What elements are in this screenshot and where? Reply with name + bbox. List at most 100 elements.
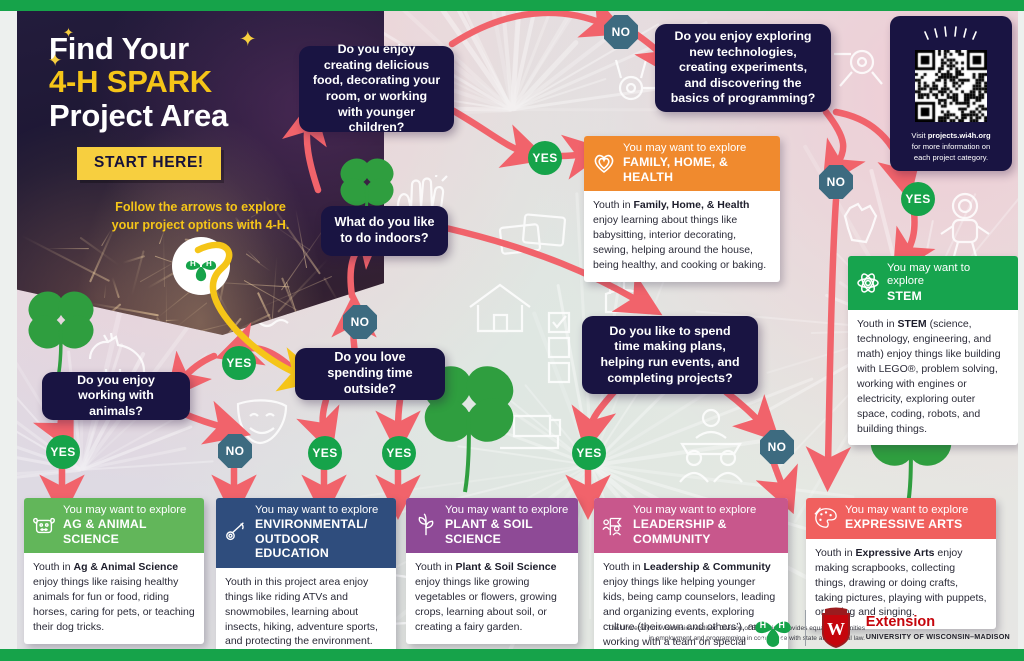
card-body: Youth in Ag & Animal Science enjoy thing… bbox=[24, 553, 204, 644]
heart-icon bbox=[592, 151, 616, 175]
logo-divider bbox=[805, 610, 806, 646]
card-header: You may want to explore PLANT & SOIL SCI… bbox=[406, 498, 578, 553]
sparkle-lines-icon bbox=[924, 26, 978, 40]
svg-text:H: H bbox=[206, 259, 212, 268]
badge-label: YES bbox=[576, 446, 601, 460]
star-icon-right: ✦ bbox=[239, 27, 257, 52]
hero-instructions-line2: your project options with 4-H. bbox=[112, 218, 290, 232]
card-eyebrow: You may want to explore bbox=[623, 142, 772, 155]
badge-yes-stem: YES bbox=[901, 182, 935, 216]
question-outside[interactable]: Do you love spending time outside? bbox=[295, 348, 445, 400]
badge-label: YES bbox=[312, 446, 337, 460]
badge-no-environment: NO bbox=[218, 434, 252, 468]
qr-code[interactable] bbox=[915, 50, 987, 122]
card-title: PLANT & SOIL SCIENCE bbox=[445, 517, 570, 546]
question-plans-events[interactable]: Do you like to spend time making plans, … bbox=[582, 316, 758, 394]
qr-caption-line3: each project category. bbox=[914, 153, 988, 162]
svg-text:H: H bbox=[190, 259, 196, 268]
extension-name: Extension bbox=[866, 615, 1010, 630]
card-ag-animal-science[interactable]: You may want to explore AG & ANIMAL SCIE… bbox=[24, 498, 204, 644]
question-text: Do you enjoy working with animals? bbox=[55, 373, 177, 420]
card-body-lead: Youth in bbox=[33, 561, 73, 573]
card-body-bold: Expressive Arts bbox=[855, 547, 934, 559]
card-header: You may want to explore ENVIRONMENTAL/ O… bbox=[216, 498, 396, 568]
svg-text:H: H bbox=[778, 620, 784, 630]
card-eyebrow: You may want to explore bbox=[445, 504, 570, 517]
card-body-bold: Plant & Soil Science bbox=[455, 561, 556, 573]
badge-label: NO bbox=[612, 25, 631, 39]
card-eyebrow: You may want to explore bbox=[887, 262, 1010, 289]
card-body-bold: Family, Home, & Health bbox=[633, 199, 749, 211]
four-h-logo: HHHH bbox=[751, 606, 795, 650]
card-stem[interactable]: You may want to explore STEM Youth in ST… bbox=[848, 256, 1018, 445]
badge-label: YES bbox=[50, 445, 75, 459]
card-eyebrow: You may want to explore bbox=[63, 504, 196, 517]
badge-label: YES bbox=[532, 151, 557, 165]
question-technology[interactable]: Do you enjoy exploring new technologies,… bbox=[655, 24, 831, 112]
svg-text:H: H bbox=[190, 272, 196, 281]
card-body: Youth in this project area enjoy things … bbox=[216, 568, 396, 659]
svg-text:H: H bbox=[206, 272, 212, 281]
clover-icon: HHHH bbox=[181, 246, 221, 286]
question-text: Do you enjoy exploring new technologies,… bbox=[668, 29, 818, 107]
question-food-decor-children[interactable]: Do you enjoy creating delicious food, de… bbox=[299, 46, 454, 132]
uw-crest-icon: W bbox=[816, 607, 856, 649]
start-here-button[interactable]: START HERE! bbox=[77, 147, 221, 180]
card-header: You may want to explore LEADERSHIP & COM… bbox=[594, 498, 788, 553]
qr-caption: Visit projects.wi4h.org for more informa… bbox=[890, 130, 1012, 163]
hero-instructions-line1: Follow the arrows to explore bbox=[115, 200, 286, 214]
card-title: FAMILY, HOME, & HEALTH bbox=[623, 155, 772, 184]
card-family-home-health[interactable]: You may want to explore FAMILY, HOME, & … bbox=[584, 136, 780, 282]
badge-label: NO bbox=[351, 315, 370, 329]
badge-label: NO bbox=[768, 440, 787, 454]
svg-text:H: H bbox=[778, 634, 784, 644]
question-indoors[interactable]: What do you like to do indoors? bbox=[321, 206, 448, 256]
badge-label: YES bbox=[386, 446, 411, 460]
hero-instructions: Follow the arrows to explore your projec… bbox=[49, 199, 364, 235]
svg-text:H: H bbox=[760, 634, 766, 644]
palette-icon bbox=[814, 506, 838, 530]
qr-caption-line2: for more information on bbox=[912, 142, 991, 151]
card-header: You may want to explore AG & ANIMAL SCIE… bbox=[24, 498, 204, 553]
card-header: You may want to explore FAMILY, HOME, & … bbox=[584, 136, 780, 191]
extension-subtitle: UNIVERSITY OF WISCONSIN–MADISON bbox=[866, 632, 1010, 641]
card-header: You may want to explore STEM bbox=[848, 256, 1018, 310]
card-title: ENVIRONMENTAL/ OUTDOOR EDUCATION bbox=[255, 517, 388, 561]
badge-yes-leadership: YES bbox=[572, 436, 606, 470]
badge-yes-family: YES bbox=[528, 141, 562, 175]
card-body-rest: enjoy learning about things like babysit… bbox=[593, 214, 766, 271]
badge-yes-animals: YES bbox=[46, 435, 80, 469]
card-body: Youth in STEM (science, technology, engi… bbox=[848, 310, 1018, 445]
card-title: AG & ANIMAL SCIENCE bbox=[63, 517, 196, 546]
question-animals[interactable]: Do you enjoy working with animals? bbox=[42, 372, 190, 420]
card-title: EXPRESSIVE ARTS bbox=[845, 517, 968, 532]
card-header-text: You may want to explore AG & ANIMAL SCIE… bbox=[63, 504, 196, 546]
star-icon-left: ✦ bbox=[48, 51, 62, 71]
badge-yes-outside: YES bbox=[222, 346, 256, 380]
card-plant-soil-science[interactable]: You may want to explore PLANT & SOIL SCI… bbox=[406, 498, 578, 644]
bottom-green-bar bbox=[0, 649, 1024, 661]
card-eyebrow: You may want to explore bbox=[255, 504, 388, 517]
card-title: STEM bbox=[887, 289, 1010, 304]
card-environmental-outdoor-education[interactable]: You may want to explore ENVIRONMENTAL/ O… bbox=[216, 498, 396, 658]
card-header-text: You may want to explore FAMILY, HOME, & … bbox=[623, 142, 772, 184]
card-header: You may want to explore EXPRESSIVE ARTS bbox=[806, 498, 996, 539]
badge-yes-plant: YES bbox=[382, 436, 416, 470]
badge-label: NO bbox=[827, 175, 846, 189]
card-header-text: You may want to explore PLANT & SOIL SCI… bbox=[445, 504, 570, 546]
qr-panel[interactable]: Visit projects.wi4h.org for more informa… bbox=[890, 16, 1012, 171]
four-h-clover-badge: HHHH bbox=[172, 237, 230, 295]
question-text: Do you love spending time outside? bbox=[308, 350, 432, 398]
card-body-lead: Youth in bbox=[603, 561, 643, 573]
card-header-text: You may want to explore LEADERSHIP & COM… bbox=[633, 504, 780, 546]
badge-label: NO bbox=[226, 444, 245, 458]
left-margin bbox=[0, 11, 17, 649]
footer-logos: HHHH W Extension UNIVERSITY OF WISCONSIN… bbox=[751, 606, 1010, 650]
card-title: LEADERSHIP & COMMUNITY bbox=[633, 517, 780, 546]
card-body-lead: Youth in this project area enjoy things … bbox=[225, 576, 378, 648]
star-icon-small: ✦ bbox=[63, 25, 74, 41]
question-text: Do you like to spend time making plans, … bbox=[595, 324, 745, 387]
top-green-bar bbox=[0, 0, 1024, 11]
card-body-rest: enjoy things like raising healthy animal… bbox=[33, 576, 195, 633]
